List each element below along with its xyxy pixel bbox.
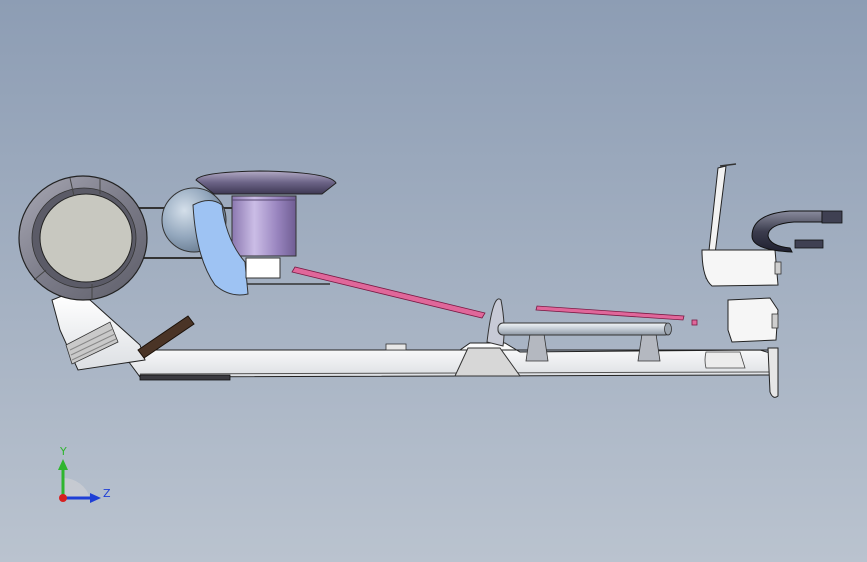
z-axis-label: Z (103, 487, 111, 500)
y-axis-arrow (58, 459, 68, 470)
base-rail (119, 342, 779, 398)
z-axis-arrow (90, 493, 101, 503)
axis-triad: Y Z (58, 445, 111, 503)
y-axis-label: Y (59, 445, 67, 458)
brown-lever (137, 315, 195, 359)
seat-pad (195, 170, 337, 195)
origin-marker (59, 494, 67, 502)
front-frame (51, 295, 146, 371)
pink-rods (291, 266, 698, 326)
steel-tube-assembly (497, 322, 672, 362)
handle-assembly (701, 163, 843, 343)
flywheel (18, 175, 148, 301)
cylinder (231, 195, 297, 257)
blue-bracket (192, 200, 281, 296)
